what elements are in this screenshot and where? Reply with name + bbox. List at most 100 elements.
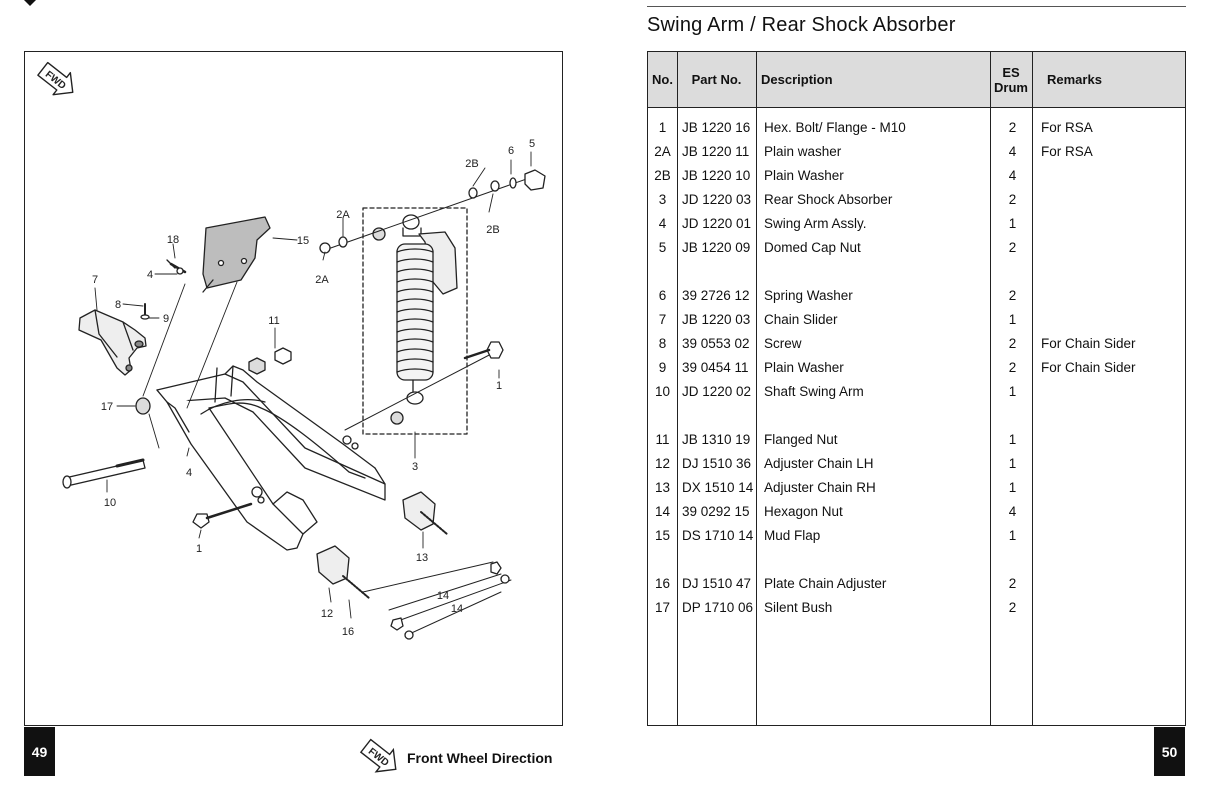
cell-part: JB 1310 19 bbox=[682, 432, 751, 447]
cell-part: DJ 1510 47 bbox=[682, 576, 752, 591]
cell-qty: 2 bbox=[1008, 288, 1017, 303]
table-header bbox=[648, 52, 1185, 108]
page-title: Swing Arm / Rear Shock Absorber bbox=[647, 14, 956, 36]
cell-no: 5 bbox=[658, 240, 667, 255]
footer-label: Front Wheel Direction bbox=[407, 750, 553, 766]
cell-part: JD 1220 03 bbox=[682, 192, 752, 207]
cell-no: 16 bbox=[654, 576, 671, 591]
cell-desc: Plain Washer bbox=[764, 360, 844, 375]
table-row: 3 JD 1220 03 Rear Shock Absorber 2 bbox=[648, 188, 1185, 212]
table-row: 13 DX 1510 14 Adjuster Chain RH 1 bbox=[648, 476, 1185, 500]
cell-no: 7 bbox=[658, 312, 667, 327]
callout-9: 9 bbox=[163, 313, 169, 325]
callout-1-upper: 1 bbox=[496, 380, 502, 392]
cell-qty: 1 bbox=[1008, 528, 1017, 543]
cell-qty: 2 bbox=[1008, 336, 1017, 351]
cell-qty: 1 bbox=[1008, 456, 1017, 471]
cell-part: 39 0454 11 bbox=[682, 360, 749, 375]
cell-qty: 2 bbox=[1008, 360, 1017, 375]
table-row: 1 JB 1220 16 Hex. Bolt/ Flange - M10 2 For R… bbox=[648, 116, 1185, 140]
callout-17: 17 bbox=[101, 401, 113, 413]
callout-10: 10 bbox=[104, 497, 116, 509]
cell-no: 8 bbox=[658, 336, 667, 351]
fwd-badge-icon: FWD bbox=[37, 61, 74, 96]
cell-part: DX 1510 14 bbox=[682, 480, 754, 495]
cell-qty: 2 bbox=[1008, 576, 1017, 591]
header-es-drum: ES Drum bbox=[990, 52, 1032, 107]
callout-14-upper: 14 bbox=[437, 590, 449, 602]
callout-14-lower: 14 bbox=[451, 603, 463, 615]
callout-7: 7 bbox=[92, 274, 98, 286]
cell-no: 4 bbox=[658, 216, 667, 231]
fwd-arrow-icon: FWD bbox=[359, 738, 397, 773]
cell-qty: 1 bbox=[1008, 432, 1017, 447]
header-no: No. bbox=[652, 72, 673, 87]
cell-part: JB 1220 09 bbox=[682, 240, 751, 255]
cell-no: 13 bbox=[654, 480, 671, 495]
cell-no: 1 bbox=[658, 120, 667, 135]
cell-part: DJ 1510 36 bbox=[682, 456, 752, 471]
cell-no: 12 bbox=[654, 456, 671, 471]
hex-bolt-upper bbox=[463, 341, 504, 360]
callout-15: 15 bbox=[297, 235, 309, 247]
cell-desc: Silent Bush bbox=[764, 600, 833, 615]
cell-no: 3 bbox=[658, 192, 667, 207]
cell-qty: 1 bbox=[1008, 216, 1017, 231]
callout-5: 5 bbox=[529, 138, 535, 150]
cell-desc: Domed Cap Nut bbox=[764, 240, 861, 255]
cell-remarks: For RSA bbox=[1041, 120, 1093, 135]
cell-desc: Plate Chain Adjuster bbox=[764, 576, 887, 591]
header-part-no: Part No. bbox=[691, 72, 742, 87]
chain-slider bbox=[78, 309, 147, 376]
callout-16: 16 bbox=[342, 626, 354, 638]
shaft-swing-arm bbox=[62, 458, 146, 489]
cell-no: 2B bbox=[654, 168, 671, 183]
cell-part: JB 1220 16 bbox=[682, 120, 751, 135]
cell-qty: 2 bbox=[1008, 192, 1017, 207]
cell-desc: Hexagon Nut bbox=[764, 504, 843, 519]
adjuster-chain-rh bbox=[402, 491, 448, 535]
cell-desc: Hex. Bolt/ Flange - M10 bbox=[764, 120, 906, 135]
cell-remarks: For Chain Sider bbox=[1041, 336, 1136, 351]
cell-desc: Flanged Nut bbox=[764, 432, 838, 447]
cell-qty: 4 bbox=[1008, 144, 1017, 159]
header-remarks: Remarks bbox=[1047, 72, 1102, 87]
callout-12: 12 bbox=[321, 608, 333, 620]
callout-2a-lower: 2A bbox=[315, 274, 329, 286]
cell-desc: Adjuster Chain LH bbox=[764, 456, 874, 471]
callout-13: 13 bbox=[416, 552, 428, 564]
top-rule bbox=[647, 6, 1186, 7]
cell-desc: Chain Slider bbox=[764, 312, 838, 327]
callout-4-upper: 4 bbox=[147, 269, 153, 281]
cell-desc: Adjuster Chain RH bbox=[764, 480, 876, 495]
cell-qty: 2 bbox=[1008, 240, 1017, 255]
adjuster-chain-lh bbox=[316, 545, 370, 599]
page-number-left: 49 bbox=[24, 727, 55, 776]
callout-2b-upper: 2B bbox=[465, 158, 478, 170]
cell-desc: Shaft Swing Arm bbox=[764, 384, 864, 399]
cell-desc: Plain Washer bbox=[764, 168, 844, 183]
hex-bolt-lower bbox=[192, 502, 253, 529]
corner-mark bbox=[24, 0, 36, 6]
cell-desc: Swing Arm Assly. bbox=[764, 216, 867, 231]
cell-part: DS 1710 14 bbox=[682, 528, 754, 543]
cell-part: JB 1220 11 bbox=[682, 144, 750, 159]
cell-desc: Plain washer bbox=[764, 144, 842, 159]
callout-4-lower: 4 bbox=[186, 467, 192, 479]
cell-part: JD 1220 02 bbox=[682, 384, 752, 399]
cell-qty: 1 bbox=[1008, 480, 1017, 495]
cell-desc: Rear Shock Absorber bbox=[764, 192, 893, 207]
cell-qty: 2 bbox=[1008, 120, 1017, 135]
cell-no: 9 bbox=[658, 360, 667, 375]
cell-qty: 1 bbox=[1008, 384, 1017, 399]
callout-18: 18 bbox=[167, 234, 179, 246]
table-row: 12 DJ 1510 36 Adjuster Chain LH 1 bbox=[648, 452, 1185, 476]
table-row: 5 JB 1220 09 Domed Cap Nut 2 bbox=[648, 236, 1185, 260]
cell-no: 15 bbox=[654, 528, 671, 543]
